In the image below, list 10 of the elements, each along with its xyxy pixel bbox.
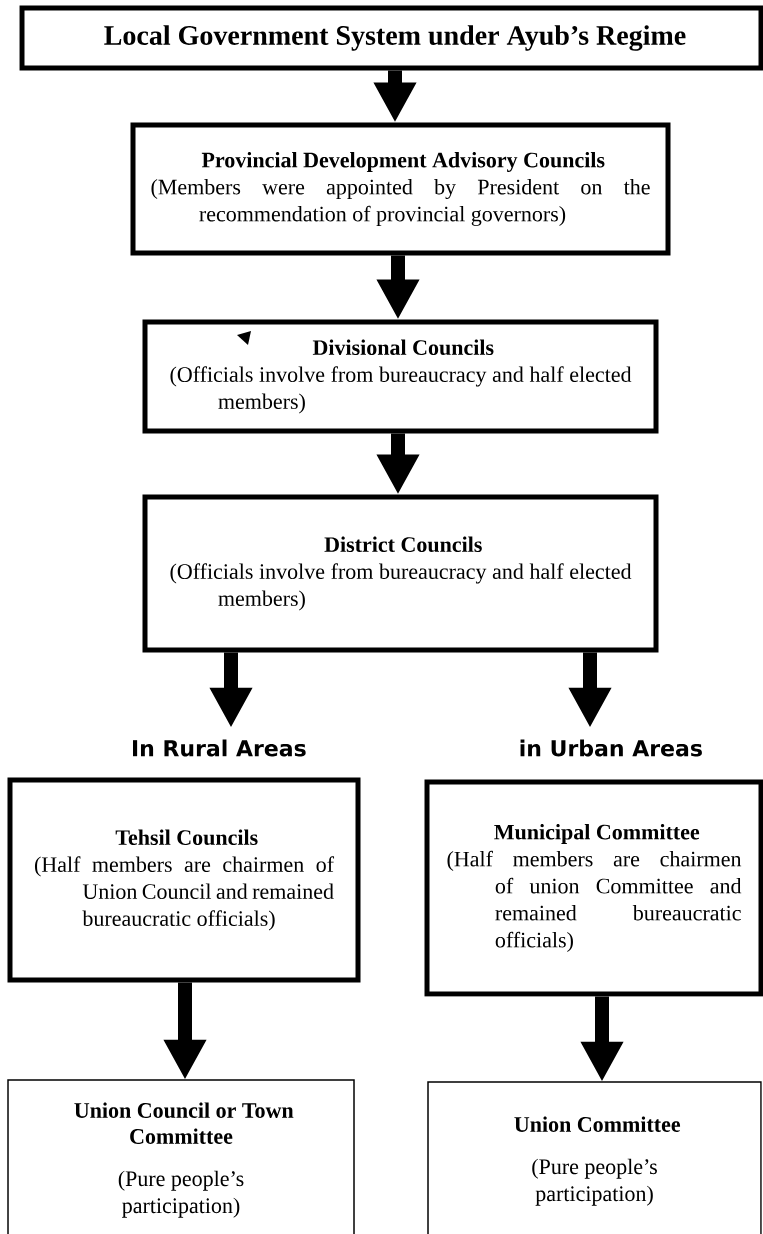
area-heading: in Urban Areas: [520, 739, 702, 757]
council-box: Divisional Councils (Officials involve from bureaucracy and half elected members): [142, 319, 659, 434]
council-box: Provincial Development Advisory Councils (Members were appointed by President on the recommendation of provincial governors): [130, 122, 671, 256]
council-box: Union Committee (Pure people’s participation): [427, 1081, 762, 1234]
area-heading: In Rural Areas: [133, 739, 306, 757]
title-box: Local Government System under Ayub’s Regime: [19, 5, 763, 71]
council-box: Municipal Committee (Half members are chairmen of union Committee and remained bureaucratic officials): [424, 779, 763, 997]
council-box: Tehsil Councils (Half members are chairmen of Union Council and remained bureaucratic officials): [7, 777, 361, 983]
council-box: Union Council or Town Committee (Pure people’s participation): [7, 1079, 355, 1234]
council-box: District Councils (Officials involve from bureaucracy and half elected members): [142, 494, 659, 653]
